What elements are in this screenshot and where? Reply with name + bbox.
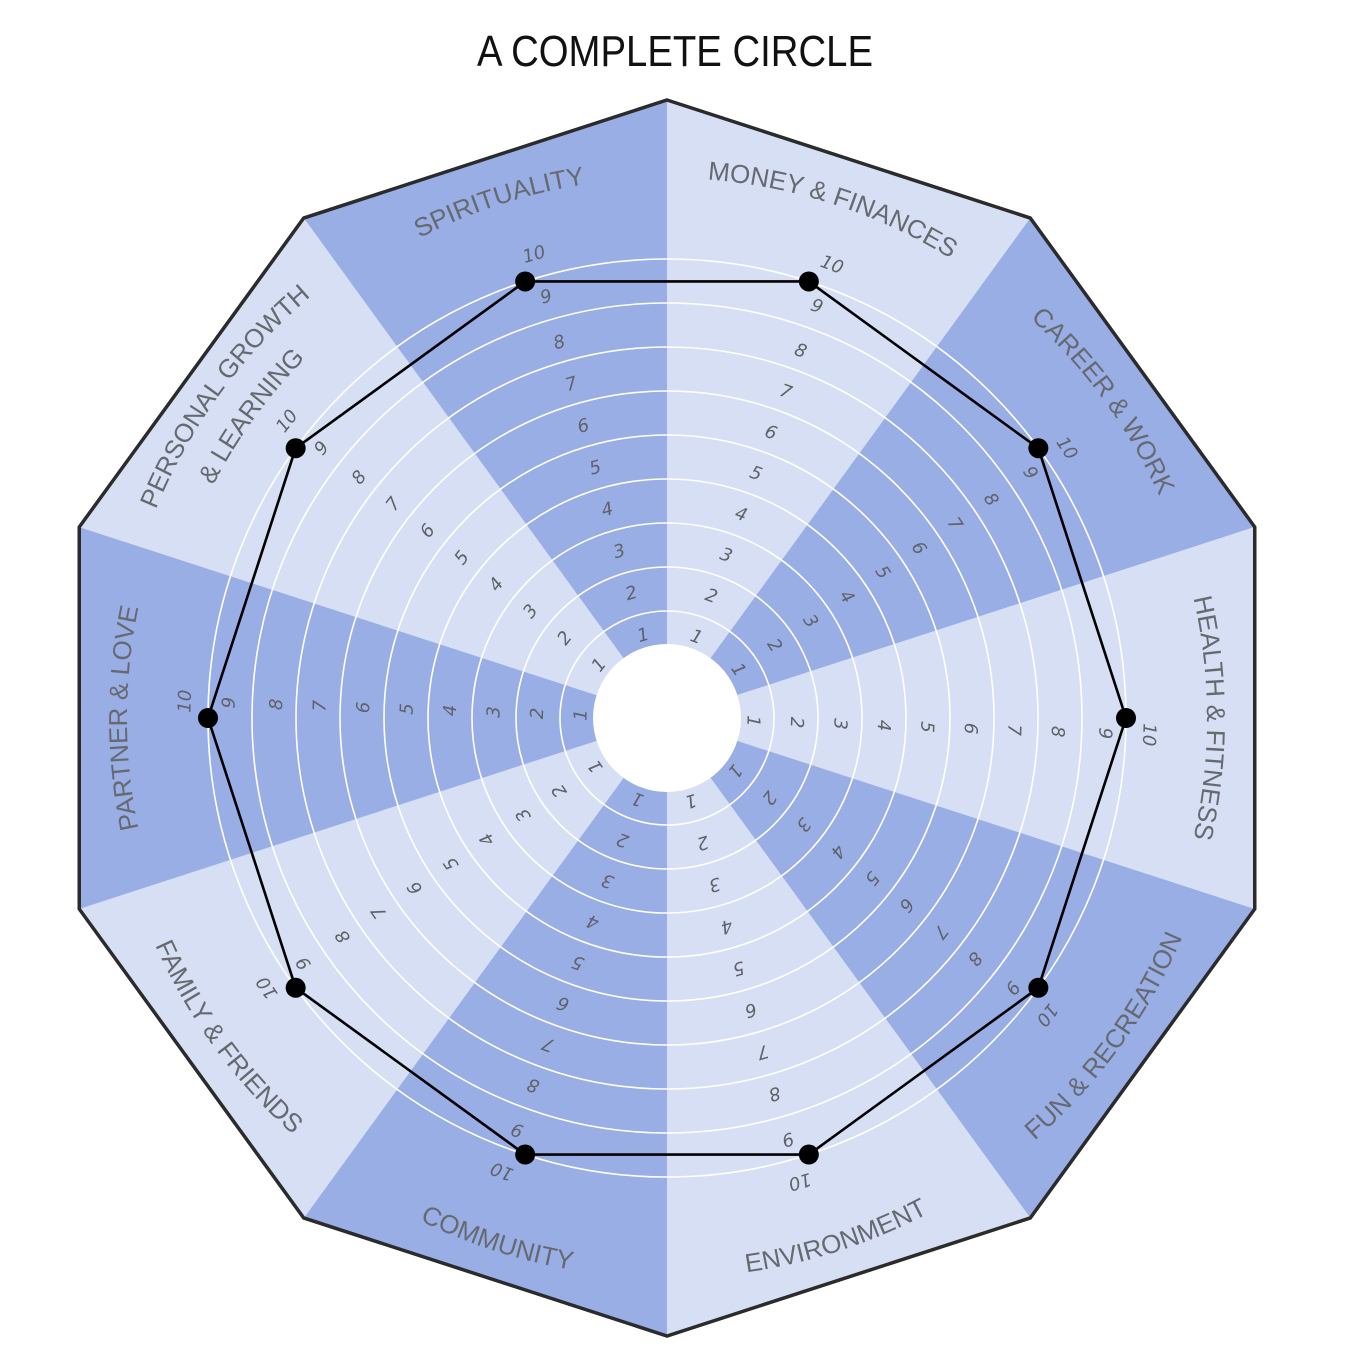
segments — [77, 98, 1257, 1338]
rings — [207, 258, 1127, 1178]
score-point — [1116, 708, 1136, 728]
segment — [667, 100, 1031, 718]
score-point — [515, 1144, 536, 1165]
tick-label: 10 — [1138, 723, 1160, 747]
tick-label: 1 — [635, 624, 652, 647]
segment — [79, 718, 667, 1218]
tick-label: 6 — [960, 723, 981, 735]
score-point — [515, 271, 536, 292]
segment — [667, 718, 1255, 1218]
ring-circle — [295, 346, 1039, 1090]
decagon-border — [77, 98, 1257, 1338]
tick-label: 2 — [786, 716, 807, 728]
score-point — [198, 708, 218, 728]
tick-label: 10 — [174, 689, 196, 713]
tick-label: 8 — [266, 698, 287, 710]
tick-label: 9 — [538, 285, 555, 308]
ring-circle — [383, 434, 951, 1002]
tick-label: 2 — [527, 707, 548, 719]
tick-label: 5 — [916, 721, 937, 733]
segment — [667, 527, 1255, 909]
tick-label: 3 — [483, 706, 504, 718]
score-point — [798, 271, 819, 292]
ring-circle — [471, 522, 863, 914]
segment — [303, 100, 667, 718]
score-point — [285, 977, 306, 998]
segment — [79, 527, 667, 909]
segment — [303, 718, 667, 1336]
tick-label: 5 — [396, 703, 417, 715]
tick-label: 1 — [742, 715, 763, 727]
ring-circle — [339, 390, 995, 1046]
tick-label: 9 — [779, 1127, 796, 1150]
tick-label: 8 — [1047, 726, 1068, 738]
tick-label: 6 — [353, 701, 374, 713]
tick-label: 7 — [1003, 724, 1024, 737]
tick-label: 2 — [623, 582, 640, 605]
segment — [667, 218, 1255, 718]
tick-label: 2 — [694, 831, 711, 854]
ring-circle — [559, 610, 775, 826]
tick-label: 5 — [587, 456, 604, 479]
tick-label: 6 — [742, 998, 759, 1021]
tick-label: 3 — [706, 873, 723, 896]
tick-label: 9 — [219, 697, 240, 709]
tick-label: 1 — [570, 709, 591, 721]
segment — [79, 218, 667, 718]
tick-label: 8 — [766, 1082, 783, 1105]
tick-label: 7 — [310, 699, 331, 712]
tick-label: 4 — [599, 498, 616, 521]
score-point — [285, 438, 306, 459]
ring-circle — [515, 566, 819, 870]
tick-label: 3 — [611, 540, 628, 563]
segment — [667, 718, 1031, 1336]
tick-label: 4 — [440, 704, 461, 716]
tick-label: 4 — [718, 914, 735, 937]
score-point — [1028, 438, 1049, 459]
tick-label: 9 — [1094, 727, 1115, 739]
chart-title: A COMPLETE CIRCLE — [477, 27, 873, 76]
score-point — [798, 1144, 819, 1165]
tick-label: 8 — [551, 331, 568, 354]
tick-label: 1 — [682, 789, 699, 812]
ring-circle — [251, 302, 1083, 1134]
tick-label: 3 — [829, 718, 850, 730]
score-series — [198, 271, 1136, 1165]
center-hole — [593, 644, 741, 792]
tick-label: 5 — [730, 956, 747, 979]
tick-label: 6 — [575, 415, 592, 438]
score-point — [1028, 977, 1049, 998]
ring-circle — [427, 478, 907, 958]
tick-label: 4 — [873, 719, 894, 731]
